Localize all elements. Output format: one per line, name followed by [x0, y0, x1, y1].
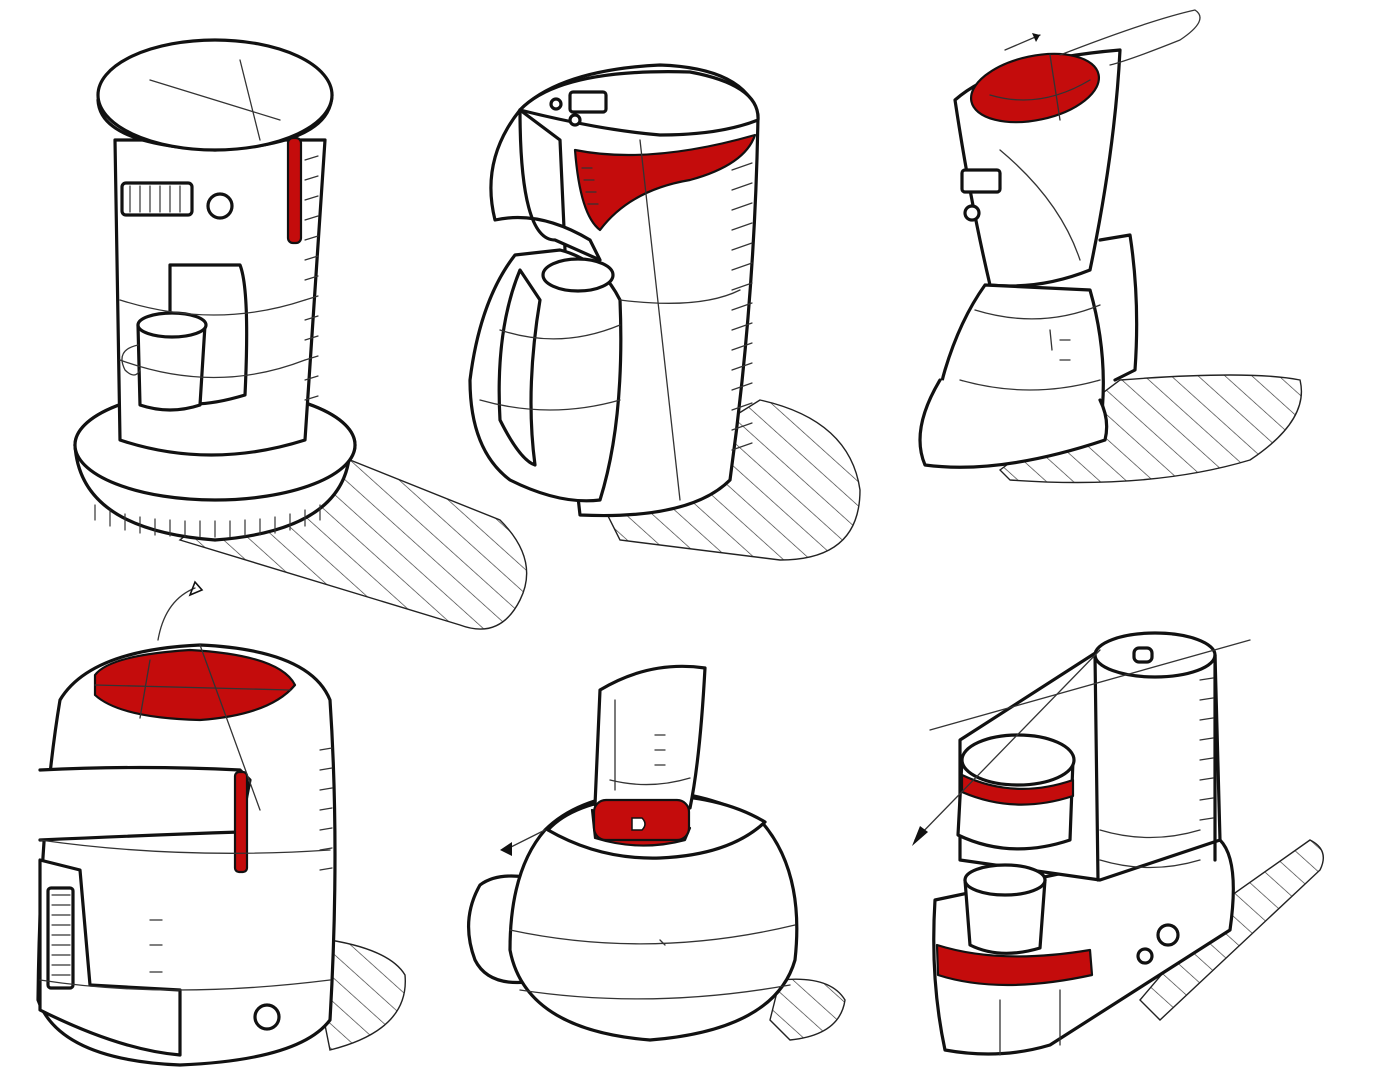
shadow-5: [769, 978, 846, 1041]
dial: [1156, 923, 1180, 947]
button-b: [568, 113, 582, 127]
front-red-band: [935, 943, 1094, 987]
iron-base: [918, 378, 1109, 469]
knob-4: [253, 1003, 281, 1031]
shadow-6: [1139, 839, 1324, 1021]
spout-hood: [489, 108, 602, 262]
tank: [593, 664, 707, 815]
tank-knob: [1132, 646, 1154, 664]
small-knob: [963, 204, 981, 222]
sketch-kettle: [466, 664, 846, 1042]
carafe-lid: [541, 257, 615, 293]
sketch-tapered-brewer: [918, 9, 1303, 484]
red-band: [573, 133, 757, 232]
grinder-band: [960, 773, 1075, 806]
cup: [136, 323, 207, 412]
water-tank: [1093, 653, 1217, 882]
shadow-3: [998, 374, 1303, 484]
button-6: [1136, 947, 1154, 965]
handle-back: [1098, 233, 1139, 382]
grinder-top: [960, 733, 1076, 787]
gauge: [46, 886, 75, 990]
power-knob: [206, 192, 234, 220]
shadow-4: [319, 939, 406, 1051]
red-lid: [93, 648, 297, 722]
window-panel: [38, 765, 252, 842]
display: [568, 90, 608, 114]
red-side-strip: [233, 770, 249, 874]
display-panel: [120, 181, 194, 217]
jug-front: [38, 858, 182, 1057]
cup-6: [963, 878, 1047, 955]
lid-top: [96, 38, 334, 152]
sketch-drip-brewer: [73, 38, 528, 630]
arrow-4: [157, 587, 196, 641]
sketch-canister-brewer: [36, 580, 406, 1067]
red-top: [969, 52, 1101, 124]
sketch-carafe-coffee-maker: [468, 63, 861, 561]
sketch-espresso-machine: [912, 631, 1324, 1056]
button-a: [549, 97, 563, 111]
small-display: [960, 168, 1002, 194]
arrow-6: [914, 649, 1101, 841]
accent-stripe: [286, 136, 303, 245]
